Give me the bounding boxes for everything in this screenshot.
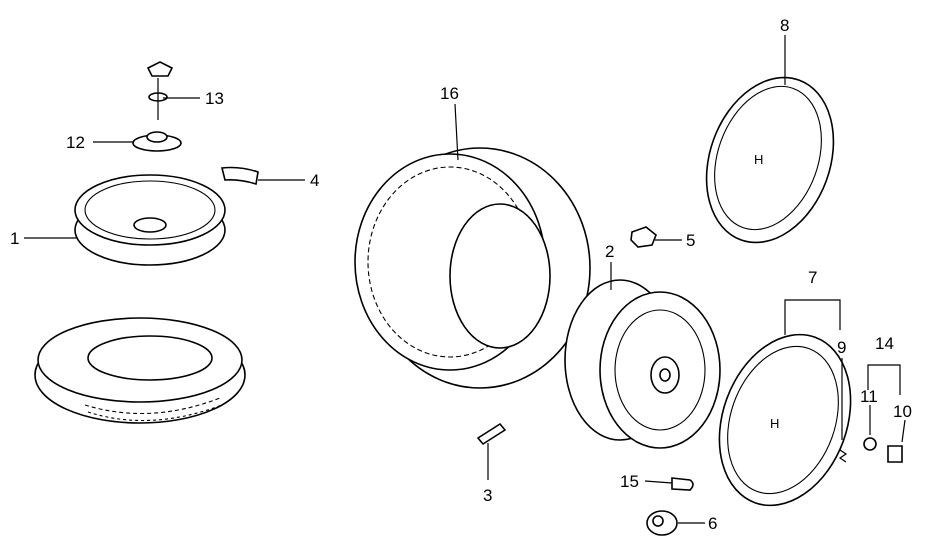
wheel-cover-lower: H — [718, 333, 852, 507]
nut-6 — [646, 510, 678, 536]
nut-5 — [630, 226, 657, 248]
callout-7: 7 — [808, 268, 817, 287]
svg-text:H: H — [754, 152, 763, 167]
cover-clip — [838, 449, 848, 463]
washer — [863, 437, 877, 451]
tire — [354, 147, 591, 389]
callout-12: 12 — [66, 133, 85, 152]
callout-13: 13 — [205, 89, 224, 108]
wheel-cover-upper: H — [705, 76, 835, 244]
steel-wheel — [564, 279, 721, 449]
callout-4: 4 — [310, 171, 319, 190]
callout-3: 3 — [483, 486, 492, 505]
callout-5: 5 — [686, 231, 695, 250]
callout-1: 1 — [10, 229, 19, 248]
callout-6: 6 — [708, 514, 717, 533]
callout-9: 9 — [837, 338, 846, 357]
cap-15 — [671, 477, 694, 491]
spare-tire — [34, 317, 246, 424]
callout-14: 14 — [875, 334, 894, 353]
spare-wheel — [74, 174, 226, 266]
mount-plate — [132, 131, 182, 152]
balance-weight — [221, 166, 259, 186]
callout-2: 2 — [605, 242, 614, 261]
callout-16: 16 — [440, 84, 459, 103]
spare-bolt — [146, 61, 174, 120]
callout-11: 11 — [860, 387, 878, 406]
bolt — [887, 445, 903, 463]
valve-stem — [476, 422, 507, 446]
callout-8: 8 — [780, 16, 789, 35]
svg-text:H: H — [770, 416, 779, 431]
callout-15: 15 — [620, 472, 639, 491]
callout-10: 10 — [893, 402, 912, 421]
